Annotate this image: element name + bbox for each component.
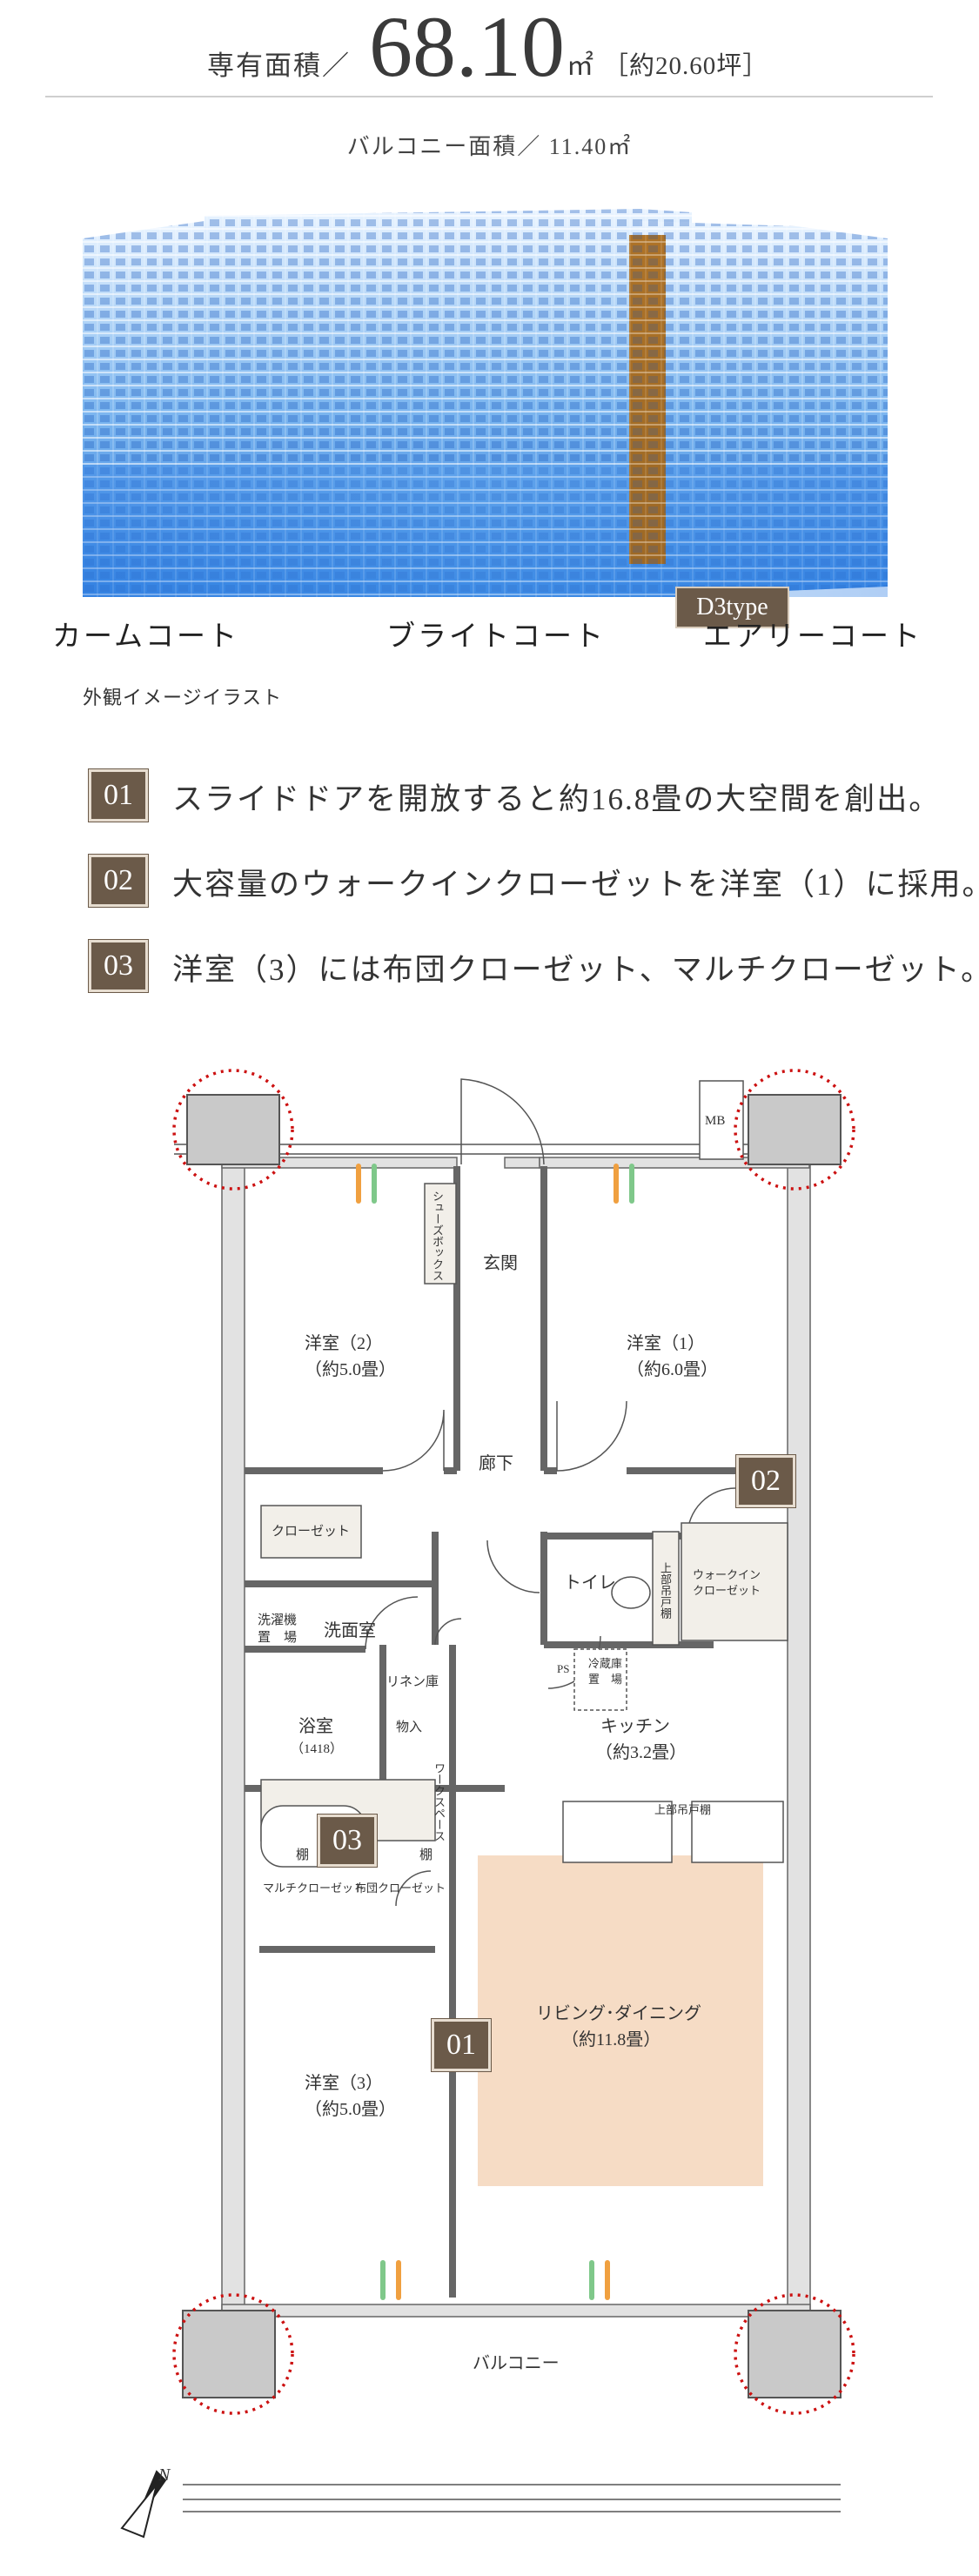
upper-cabinet-label: 上部吊戸棚: [654, 1803, 712, 1816]
court-label-calm: カームコート: [52, 620, 240, 652]
feature-text: スライドドアを開放すると約16.8畳の大空間を創出。: [172, 782, 942, 816]
area-value: 68.10: [369, 0, 565, 95]
walkin-label: ウォークイン: [693, 1568, 761, 1581]
walkin-label-2: クローゼット: [693, 1584, 761, 1597]
area-label: 専有面積／: [207, 50, 351, 81]
room2-label: 洋室（2）: [305, 1334, 383, 1353]
plan-badge-02: 02: [735, 1454, 796, 1508]
feature-number-badge: 03: [88, 939, 149, 993]
hallway-label: 廊下: [479, 1454, 513, 1473]
closet-label: クローゼット: [272, 1525, 351, 1539]
kitchen-size: （約3.2畳）: [595, 1743, 687, 1762]
room3-size: （約5.0畳）: [305, 2100, 396, 2119]
multi-closet-label: マルチクローゼット: [263, 1882, 365, 1895]
bath-size: （1418）: [291, 1742, 344, 1756]
room2-size: （約5.0畳）: [305, 1360, 396, 1379]
kitchen-label: キッチン: [600, 1717, 670, 1736]
washer-label: 洗濯機: [258, 1613, 298, 1627]
genkan-label: 玄関: [483, 1254, 518, 1273]
room3-label: 洋室（3）: [305, 2074, 383, 2093]
washroom-label: 洗面室: [324, 1621, 376, 1640]
shelf-left-label: 棚: [296, 1848, 310, 1862]
feature-text: 洋室（3）には布団クローゼット、マルチクローゼット。: [172, 953, 979, 987]
building-illustration: D3type: [83, 204, 888, 628]
futon-closet-label: 布団クローゼット: [355, 1882, 446, 1895]
balcony-label: バルコニー: [473, 2354, 560, 2373]
toilet-label: トイレ: [564, 1573, 616, 1593]
living-size: （約11.8畳）: [561, 2030, 661, 2049]
area-unit: ㎡: [567, 50, 593, 81]
fridge-label-2: 置 場: [588, 1673, 623, 1686]
court-label-bright: ブライトコート: [386, 620, 606, 652]
room1-size: （約6.0畳）: [627, 1360, 718, 1379]
plan-badge-03: 03: [317, 1814, 378, 1868]
illustration-caption: 外観イメージイラスト: [83, 687, 283, 708]
outer-walls: [221, 1144, 811, 2318]
feature-number-badge: 01: [88, 768, 149, 822]
toilet-fixture: [611, 1576, 651, 1609]
door-swings: [365, 1400, 736, 1907]
header-divider: [45, 96, 933, 97]
shelf-right-label: 棚: [419, 1848, 433, 1862]
room1-label: 洋室（1）: [627, 1334, 705, 1353]
living-label: リビング･ダイニング: [536, 2004, 701, 2023]
building-svg: [83, 209, 888, 597]
columns: [182, 1094, 842, 2398]
shoes-box-label: シューズボックス: [431, 1191, 444, 1281]
balcony-railing: [183, 2484, 841, 2512]
fridge-label: 冷蔵庫: [588, 1657, 623, 1670]
bath-label: 浴室: [298, 1717, 333, 1736]
mb-label: MB: [705, 1114, 726, 1128]
floor-plan: MB シューズボックス 玄関 洋室（2） （約5.0畳） 洋室（1） （約6.0…: [0, 1044, 979, 2576]
ps-label: PS: [557, 1662, 570, 1675]
toilet-upper-cabinet-label: 上部吊戸棚: [659, 1561, 672, 1619]
balcony-area: バルコニー面積／ 11.40㎡: [346, 134, 633, 159]
work-closet-label: ワークスペース: [433, 1761, 446, 1841]
north-label: N: [158, 2465, 171, 2485]
storage-label: 物入: [396, 1721, 423, 1734]
area-tsubo: ［約20.60坪］: [603, 52, 769, 80]
area-header: 専有面積／ 68.10 ㎡ ［約20.60坪］: [0, 0, 979, 94]
column-highlight-circles: [172, 1069, 855, 2415]
washer-label-2: 置 場: [258, 1631, 298, 1645]
feature-number-badge: 02: [88, 854, 149, 908]
plan-badge-01: 01: [431, 2018, 492, 2072]
north-arrow-icon: [120, 2470, 167, 2539]
living-floor: [478, 1855, 763, 2186]
ventilation-marks: [356, 1164, 634, 2300]
type-tag: D3type: [675, 587, 789, 628]
linen-label: リネン庫: [386, 1675, 439, 1689]
court-label-airy: エアリーコート: [703, 620, 922, 652]
feature-text: 大容量のウォークインクローゼットを洋室（1）に採用。: [172, 868, 979, 902]
